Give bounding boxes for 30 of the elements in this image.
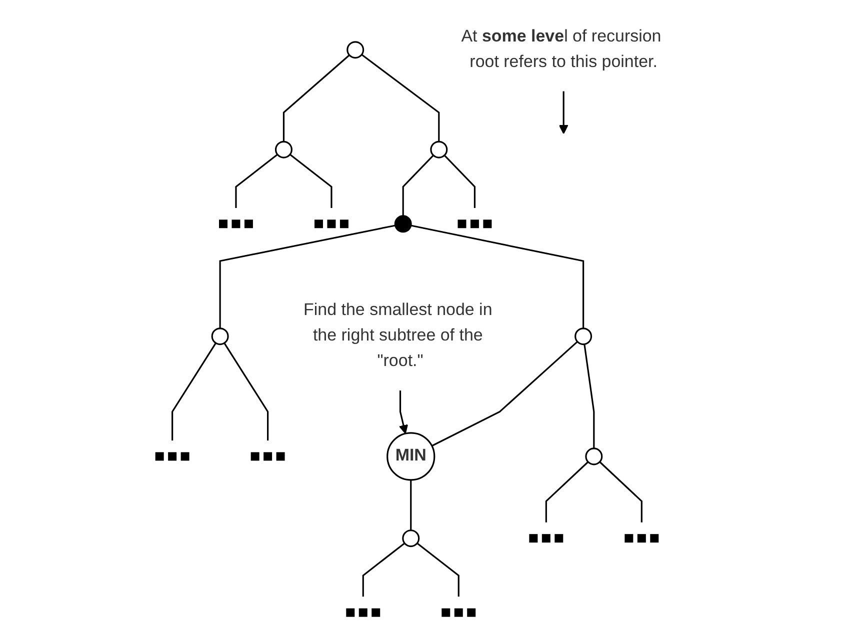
tree-node (430, 140, 448, 158)
tree-branch (172, 342, 216, 441)
tree-node (402, 530, 420, 548)
tree-branch (362, 542, 406, 597)
annotation-text: At some level of recursion root refers to this pointer. (461, 28, 662, 72)
tree-branch (416, 542, 460, 597)
tree-branch (545, 461, 589, 522)
tree-node (585, 448, 603, 466)
tree-branch (410, 480, 412, 530)
tree-branch (402, 154, 434, 216)
tree-branch (290, 154, 332, 208)
tree-node: MIN (386, 432, 436, 481)
tree-branch (584, 344, 595, 448)
tree-branch (282, 54, 350, 142)
tree-branch (444, 154, 476, 208)
tree-branch (410, 224, 584, 328)
tree-branch (235, 154, 278, 208)
tree-branch (599, 461, 642, 522)
tree-node (394, 215, 412, 233)
arrow (398, 390, 408, 434)
annotation-text: Find the smallest node in the right subtree of the "root." (304, 301, 492, 370)
tree-node (574, 328, 592, 346)
arrow (558, 91, 568, 134)
tree-node (211, 328, 229, 346)
tree-branch (219, 224, 396, 328)
tree-node (346, 41, 364, 59)
tree-branch (432, 341, 578, 447)
tree-branch (361, 54, 440, 142)
tree-branch (224, 342, 269, 441)
tree-node (274, 140, 292, 158)
